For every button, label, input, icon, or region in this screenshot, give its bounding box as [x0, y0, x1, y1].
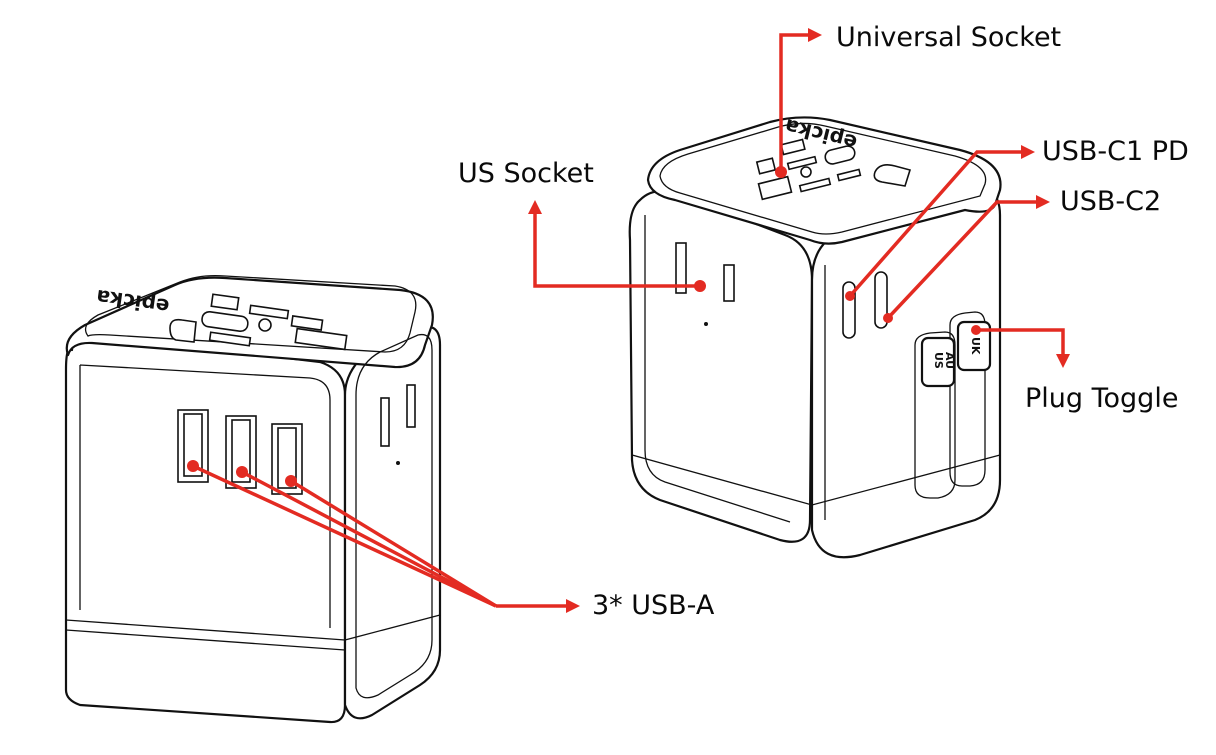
callout-line-usb-c1: [848, 150, 1025, 298]
label-usb-c1-pd: USB-C1 PD: [1042, 136, 1189, 167]
callout-line-plug-toggle: [976, 328, 1065, 358]
label-usb-c2: USB-C2: [1060, 186, 1162, 217]
right-adapter: epicka US AU UK: [628, 114, 1002, 559]
label-us-socket: US Socket: [458, 158, 594, 189]
usb-a-ports: [177, 409, 303, 495]
callout-line-usb-a-3: [290, 479, 497, 608]
toggle-uk[interactable]: [956, 320, 992, 372]
label-universal-socket: Universal Socket: [836, 22, 1062, 53]
callout-line-usb-a-2: [241, 470, 497, 608]
left-adapter: epicka: [64, 274, 442, 724]
callout-lines: [187, 28, 1070, 613]
callout-line-universal-socket: [779, 33, 812, 172]
callout-line-us-socket: [533, 212, 700, 288]
callout-line-usb-c2: [886, 200, 1040, 320]
toggle-label-us: US: [932, 352, 945, 369]
toggle-label-au: AU: [943, 352, 956, 369]
toggle-us-au[interactable]: [920, 336, 956, 388]
callout-line-usb-a-1: [192, 464, 497, 608]
toggle-label-uk: UK: [969, 337, 982, 355]
label-usb-a: 3* USB-A: [592, 590, 715, 621]
label-plug-toggle: Plug Toggle: [1025, 383, 1179, 414]
